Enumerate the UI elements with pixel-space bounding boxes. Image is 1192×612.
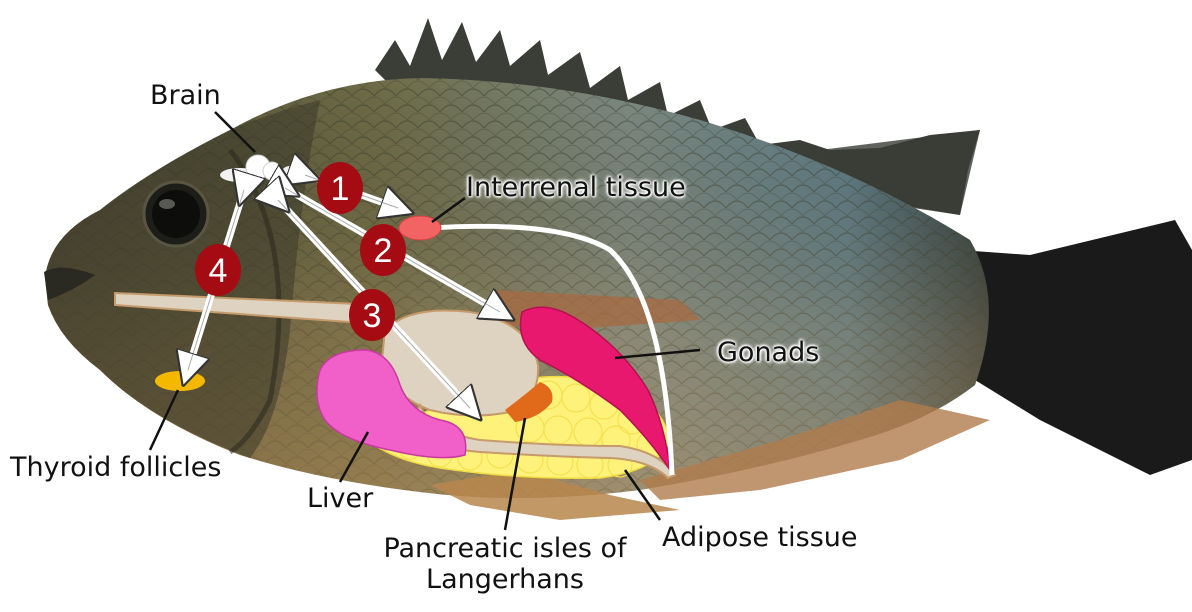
label-pancreatic-line2: Langerhans (370, 564, 640, 595)
axis-number-1: 1 (331, 170, 350, 208)
axis-number-2: 2 (374, 232, 393, 270)
label-pancreatic-isles: Pancreatic isles of Langerhans (370, 533, 640, 595)
label-interrenal-tissue: Interrenal tissue (466, 172, 686, 203)
axis-badge-3: 3 (349, 289, 395, 341)
axis-badge-2: 2 (360, 224, 406, 276)
label-adipose-tissue: Adipose tissue (662, 522, 858, 553)
axis-badge-4: 4 (195, 244, 241, 296)
label-liver: Liver (307, 483, 373, 514)
axis-badge-1: 1 (317, 162, 363, 214)
label-pancreatic-line1: Pancreatic isles of (370, 533, 640, 564)
tail-fin (960, 220, 1192, 475)
label-gonads: Gonads (717, 337, 819, 368)
axis-number-3: 3 (363, 297, 382, 335)
thyroid-shape (155, 371, 205, 391)
eye (144, 182, 208, 246)
axis-number-4: 4 (209, 252, 228, 290)
label-thyroid-follicles: Thyroid follicles (10, 452, 221, 483)
label-brain: Brain (150, 80, 221, 111)
